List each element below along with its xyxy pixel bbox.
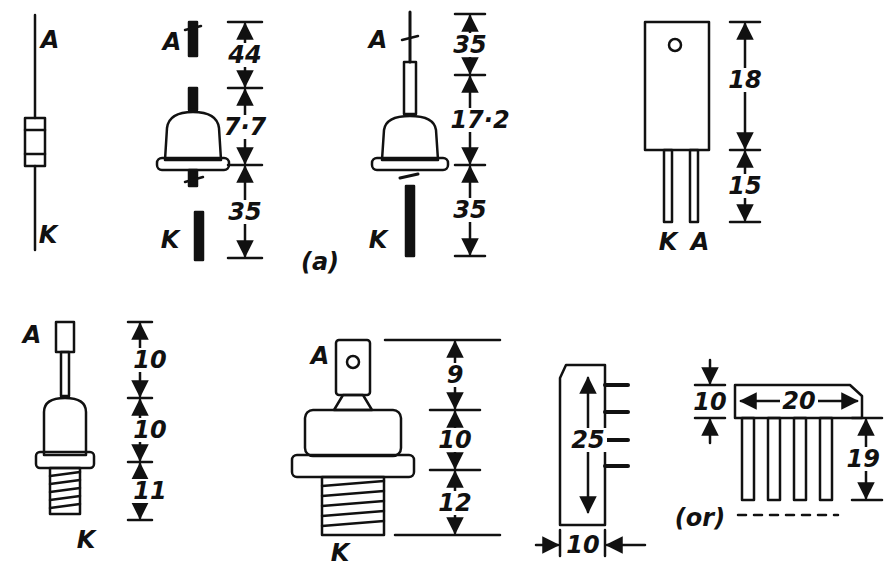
bridge-front-view — [695, 360, 882, 515]
tab-package-diode — [645, 22, 709, 222]
large-stud-diode — [292, 340, 414, 535]
dimension-label: 35 — [451, 33, 488, 57]
dimension-label: 9 — [445, 363, 466, 387]
dimension-lines — [385, 340, 500, 535]
terminal-label: A — [39, 28, 62, 52]
terminal-label: A — [161, 30, 184, 54]
dimension-label: 11 — [131, 479, 168, 503]
figure-label: (a) — [299, 250, 341, 274]
terminal-label: K — [159, 228, 182, 252]
dimension-label: 10 — [436, 428, 473, 452]
dimension-label: 10 — [691, 390, 728, 414]
note-label: (or) — [673, 506, 727, 530]
terminal-label: A — [367, 28, 390, 52]
terminal-label: A — [309, 344, 332, 368]
dimension-label: 10 — [564, 533, 601, 557]
dimension-label: 25 — [569, 428, 606, 452]
dimension-label: 35 — [451, 198, 488, 222]
terminal-label: K — [75, 528, 98, 552]
dimension-label: 7·7 — [222, 115, 269, 139]
dimension-label: 19 — [845, 447, 882, 471]
dimension-label: 12 — [436, 491, 473, 515]
dimension-label: 10 — [131, 418, 168, 442]
dimension-label: 20 — [780, 389, 817, 413]
dimension-label: 18 — [726, 68, 763, 92]
terminal-label: K — [37, 223, 60, 247]
double-lead-diode — [157, 22, 229, 260]
dimension-label: 10 — [131, 348, 168, 372]
bridge-side-view — [536, 365, 645, 556]
terminal-label: A — [21, 323, 44, 347]
terminal-label: K — [657, 230, 680, 254]
small-stud-diode — [36, 322, 94, 514]
terminal-label: K — [367, 228, 390, 252]
dimension-label: 17·2 — [448, 108, 511, 132]
dimension-label: 44 — [226, 43, 263, 67]
terminal-label: A — [689, 230, 712, 254]
dimension-label: 35 — [226, 200, 263, 224]
dimension-label: 15 — [726, 174, 763, 198]
terminal-label: K — [329, 541, 352, 565]
